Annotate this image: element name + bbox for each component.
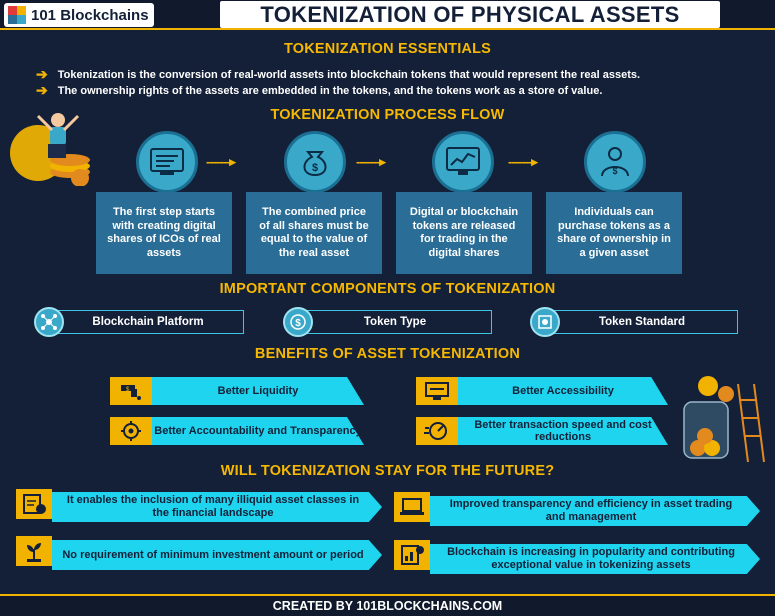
process-step-1-box: The first step starts with creating digi… [96, 192, 232, 274]
future-item-transparency: Improved transparency and efficiency in … [430, 496, 760, 526]
essentials-bullet: ➔ The ownership rights of the assets are… [36, 82, 602, 99]
laptop-efficiency-icon [394, 492, 430, 522]
component-token-standard: Token Standard [546, 310, 738, 334]
brand-logo[interactable]: 101 Blockchains [4, 3, 154, 27]
component-blockchain-platform: Blockchain Platform [52, 310, 244, 334]
svg-text:$: $ [312, 162, 318, 174]
plant-money-icon [16, 536, 52, 566]
process-step-4-box: Individuals can purchase tokens as a sha… [546, 192, 682, 274]
flow-arrow-icon: -------▸ [508, 154, 538, 169]
svg-text:$: $ [612, 166, 617, 176]
person-on-coins-illustration [10, 113, 90, 186]
accessibility-monitor-icon [416, 377, 458, 405]
benefit-transaction-speed: Better transaction speed and cost reduct… [458, 417, 668, 445]
svg-text:$: $ [295, 318, 301, 329]
future-heading: WILL TOKENIZATION STAY FOR THE FUTURE? [220, 463, 555, 479]
logo-text: 101 Blockchains [31, 6, 149, 24]
benefit-accountability: Better Accountability and Transparency [152, 417, 364, 445]
footer-credit: CREATED BY 101BLOCKCHAINS.COM [0, 594, 775, 616]
future-item-no-minimum: No requirement of minimum investment amo… [52, 540, 382, 570]
speed-clock-icon [416, 417, 458, 445]
benefit-liquidity: Better Liquidity [152, 377, 364, 405]
essentials-bullet-text: Tokenization is the conversion of real-w… [57, 68, 641, 81]
process-step-4-icon: $ [584, 131, 646, 193]
components-heading: IMPORTANT COMPONENTS OF TOKENIZATION [219, 281, 556, 297]
investor-person-icon: $ [601, 147, 629, 177]
essentials-heading: TOKENIZATION ESSENTIALS [283, 41, 492, 57]
document-checklist-icon [150, 148, 184, 175]
accountability-gear-icon [110, 417, 152, 445]
token-standard-icon [530, 307, 560, 337]
process-step-2-icon: $ [284, 131, 346, 193]
process-heading: TOKENIZATION PROCESS FLOW [270, 107, 505, 123]
svg-text:$: $ [126, 387, 130, 393]
essentials-bullet-text: The ownership rights of the assets are e… [57, 84, 603, 97]
blockchain-network-icon [34, 307, 64, 337]
future-item-popularity: Blockchain is increasing in popularity a… [430, 544, 760, 574]
money-bag-coins-icon: $ [303, 151, 327, 177]
coins-jar-ladder-illustration [683, 376, 765, 463]
document-dollar-icon [16, 489, 52, 519]
benefit-accessibility: Better Accessibility [458, 377, 668, 405]
benefits-heading: BENEFITS OF ASSET TOKENIZATION [254, 346, 521, 362]
essentials-bullet: ➔ Tokenization is the conversion of real… [36, 66, 640, 83]
trading-chart-icon [446, 147, 480, 175]
liquidity-faucet-icon: $ [110, 377, 152, 405]
page-title: TOKENIZATION OF PHYSICAL ASSETS [220, 1, 720, 28]
process-step-3-icon [432, 131, 494, 193]
flow-arrow-icon: -------▸ [206, 154, 236, 169]
popularity-chart-icon [394, 540, 430, 570]
process-step-1-icon [136, 131, 198, 193]
logo-cube-icon [8, 6, 26, 24]
process-step-2-box: The combined price of all shares must be… [246, 192, 382, 274]
arrow-right-icon: ➔ [36, 66, 48, 82]
future-item-illiquid-assets: It enables the inclusion of many illiqui… [52, 492, 382, 522]
token-type-icon: $ [283, 307, 313, 337]
process-step-3-box: Digital or blockchain tokens are release… [396, 192, 532, 274]
flow-arrow-icon: -------▸ [356, 154, 386, 169]
arrow-right-icon: ➔ [36, 82, 48, 98]
component-token-type: Token Type [298, 310, 492, 334]
